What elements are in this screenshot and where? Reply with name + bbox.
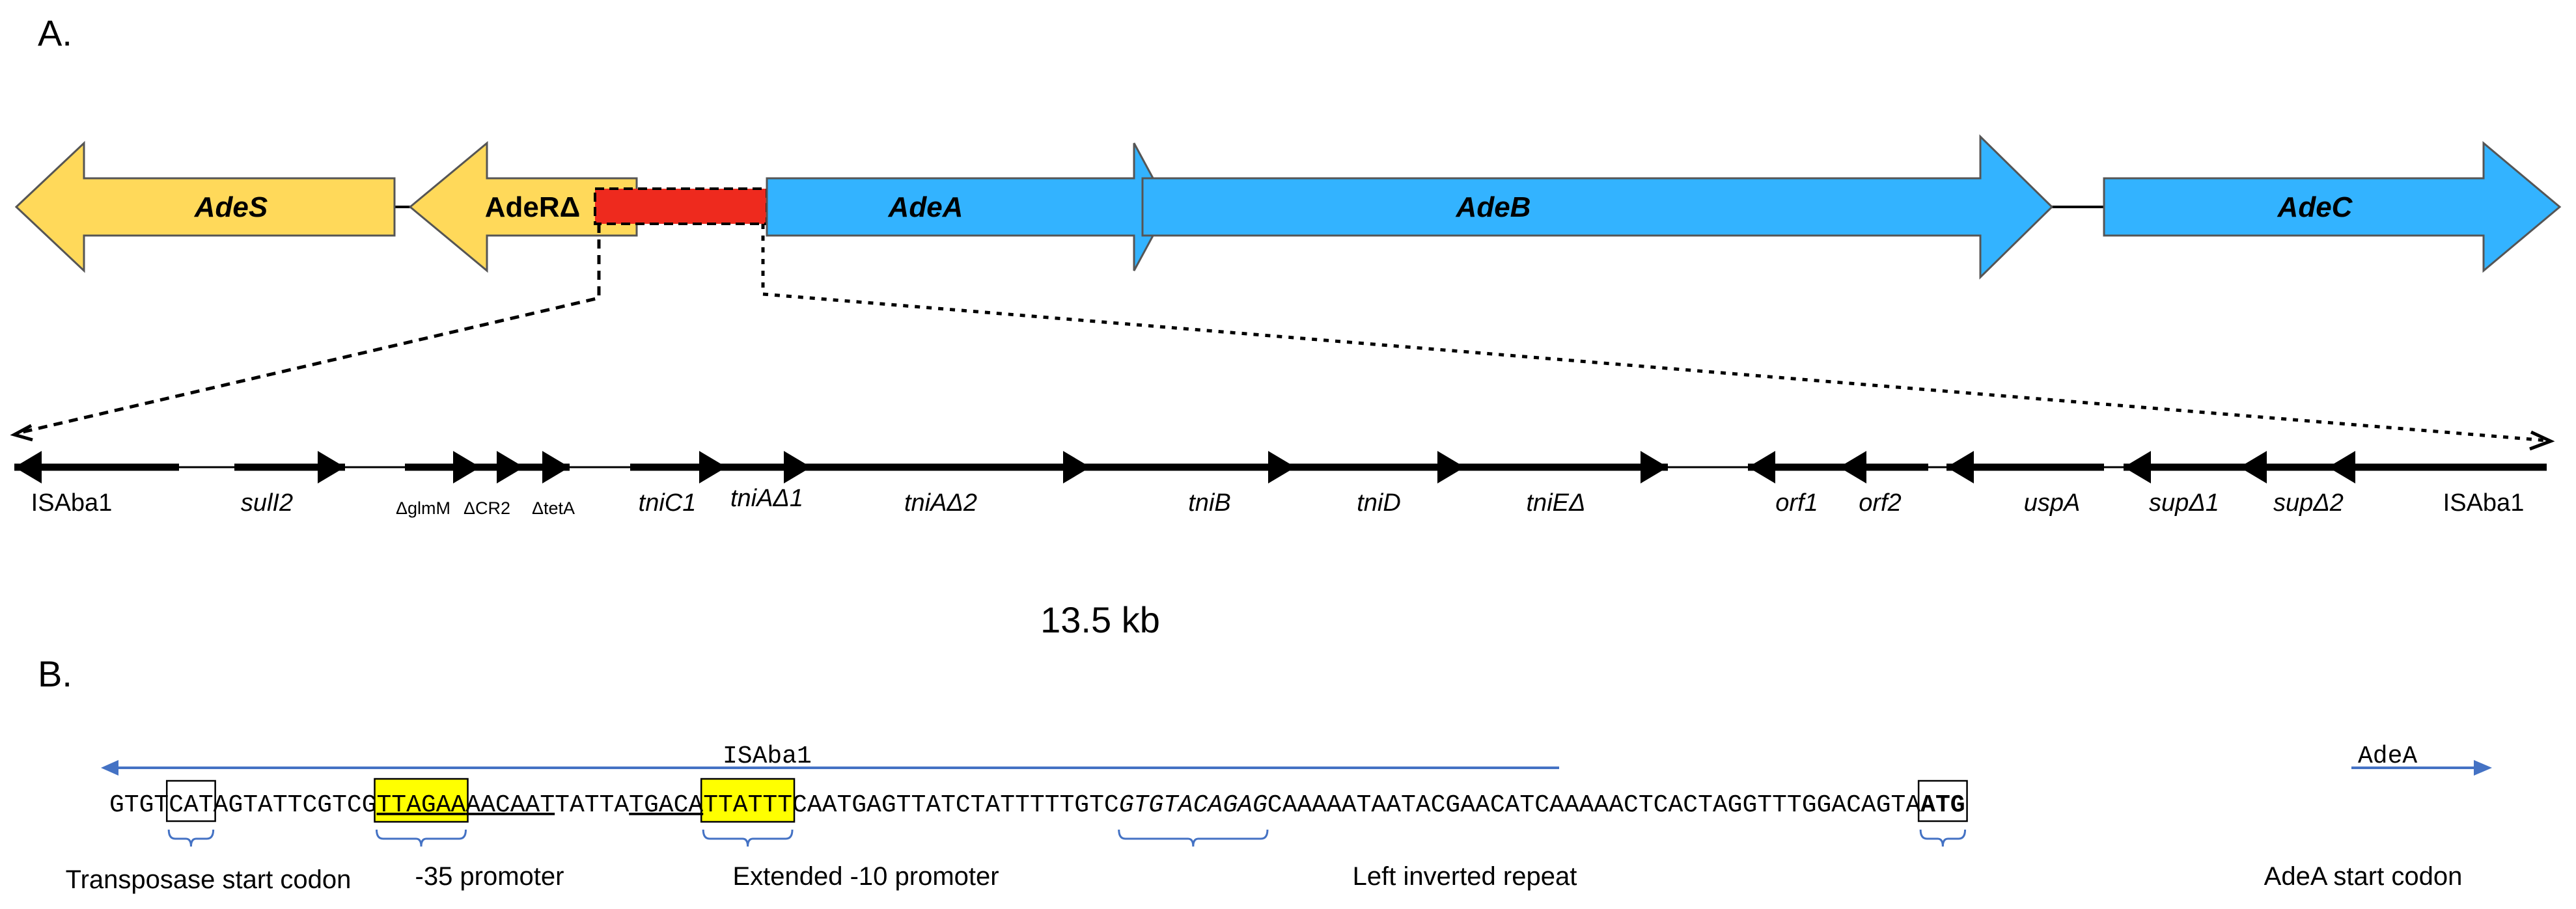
zoom-line-right [761,224,2547,442]
insertion-gene-arrowhead [1268,451,1295,483]
isaba1-seq-label: ISAba1 [723,742,812,770]
gene-label-ader: AdeRΔ [485,191,581,223]
seq-extended-minus10: TGACA [629,791,703,819]
minus10-highlight [701,779,795,822]
seq-underlined: AACAAT [465,791,555,819]
insertion-gene-label: ΔglmM [396,498,450,518]
insertion-gene-arrowhead [318,451,345,483]
insertion-gene-label: tniC1 [639,489,697,517]
insertion-map [14,451,2547,483]
zoom-arrowhead-left [10,424,33,442]
insertion-gene-label: orf2 [1859,489,1901,517]
sequence-panel: ISAba1 AdeA GTGTCATAGTATTCGTCGTTAGAAAACA… [66,742,2492,894]
annotation-braces [167,829,1967,847]
zoom-arrowhead-right [2529,430,2555,451]
zoom-connectors [10,224,2555,451]
minus10-box [700,778,796,823]
seq-adea-start: ATG [1920,791,1965,819]
insertion-gene-arrowhead [1748,451,1775,483]
seq-left-inverted-repeat: GTGTACAGAG [1119,791,1267,819]
insertion-gene-label: supΔ1 [2149,489,2219,517]
insertion-gene-label: sulI2 [241,489,293,517]
annotation-brace [1919,829,1967,847]
seq-minus10: TTATTT [703,791,792,819]
seq-minus35: TTAGAA [376,791,465,819]
insertion-gene-arrowhead [1063,451,1090,483]
insertion-gene-label: ΔtetA [532,498,575,518]
insertion-gene-arrowhead [784,451,811,483]
insertion-gene-arrowhead [2328,451,2355,483]
transposase-start-box [165,780,216,822]
insertion-gene-label: tniAΔ2 [904,489,977,517]
insertion-gene-label: tniD [1357,489,1401,517]
insertion-gene-arrowhead [453,451,480,483]
zoom-line-left [19,224,601,435]
annotation-adea-start: AdeA start codon [2264,862,2463,891]
panel-b-label: B. [38,653,72,694]
insertion-gene-label: supΔ2 [2273,489,2344,517]
insertion-gene-arrowhead [1641,451,1668,483]
insertion-gene-label: tniAΔ1 [730,485,803,512]
gene-arrow-ades [14,141,396,273]
insertion-gene-arrowhead [14,451,42,483]
insertion-gene-label: tniEΔ [1527,489,1586,517]
gene-arrow-adec [2103,141,2562,273]
insertion-gene-arrowhead [1839,451,1866,483]
seq-segment: CAAAAATAATACGAACATCAAAAACTCACTAGGTTTGGAC… [1267,791,1921,819]
annotation-brace [702,829,794,847]
annotation-brace [1118,829,1269,847]
annotation-transposase-start: Transposase start codon [66,865,352,894]
dna-sequence: GTGTCATAGTATTCGTCGTTAGAAAACAATTATTATGACA… [109,791,1965,819]
seq-segment: CAATGAGTTATCTATTTTTGTC [792,791,1119,819]
annotation-left-inverted-repeat: Left inverted repeat [1353,862,1577,891]
insertion-gene-arrowhead [1437,451,1465,483]
seq-segment: TATTA [555,791,629,819]
gene-label-adec: AdeC [2277,191,2353,223]
gene-label-adea: AdeA [888,191,963,223]
gene-arrow-adeb [1141,134,2054,280]
operon-map: AdeS AdeRΔ AdeA AdeB AdeC [14,134,2562,280]
minus35-box [374,778,469,823]
annotation-brace [167,829,215,847]
insertion-size-label: 13.5 kb [1040,599,1160,640]
insertion-box [594,187,768,225]
gene-label-adeb: AdeB [1456,191,1531,223]
insertion-gene-label: orf1 [1775,489,1818,517]
insertion-gene-label: ΔCR2 [464,498,510,518]
gene-label-ades: AdeS [194,191,268,223]
adea-arrowhead [2474,760,2492,776]
insertion-gene-arrowhead [1946,451,1974,483]
seq-segment: GTGT [109,791,169,819]
insertion-gene-arrowhead [497,451,524,483]
annotation-brace [375,829,467,847]
insertion-gene-label: ISAba1 [31,489,113,517]
adea-start-box [1917,780,1968,822]
insertion-gene-arrowhead [2124,451,2151,483]
seq-transposase-start: CAT [169,791,213,819]
panel-a-label: A. [38,12,72,53]
insertion-gene-arrowhead [699,451,727,483]
gene-arrow-adea [766,142,1170,271]
insertion-gene-label: ISAba1 [2443,489,2525,517]
insertion-gene-label: uspA [2024,489,2081,517]
minus35-highlight [374,779,468,822]
insertion-gene-arrowhead [2239,451,2267,483]
seq-segment: AGTATTCGTCG [214,791,377,819]
insertion-labels: ISAba1 sulI2 ΔglmM ΔCR2 ΔtetA tniC1 tniAΔ1 tniA… [31,485,2525,518]
insertion-gene-label: tniB [1188,489,1230,517]
isaba1-arrowhead [101,760,118,776]
insertion-gene-arrowhead [542,451,570,483]
adea-seq-label: AdeA [2358,742,2417,770]
annotation-minus10: Extended -10 promoter [732,862,999,891]
annotation-minus35: -35 promoter [415,862,564,891]
